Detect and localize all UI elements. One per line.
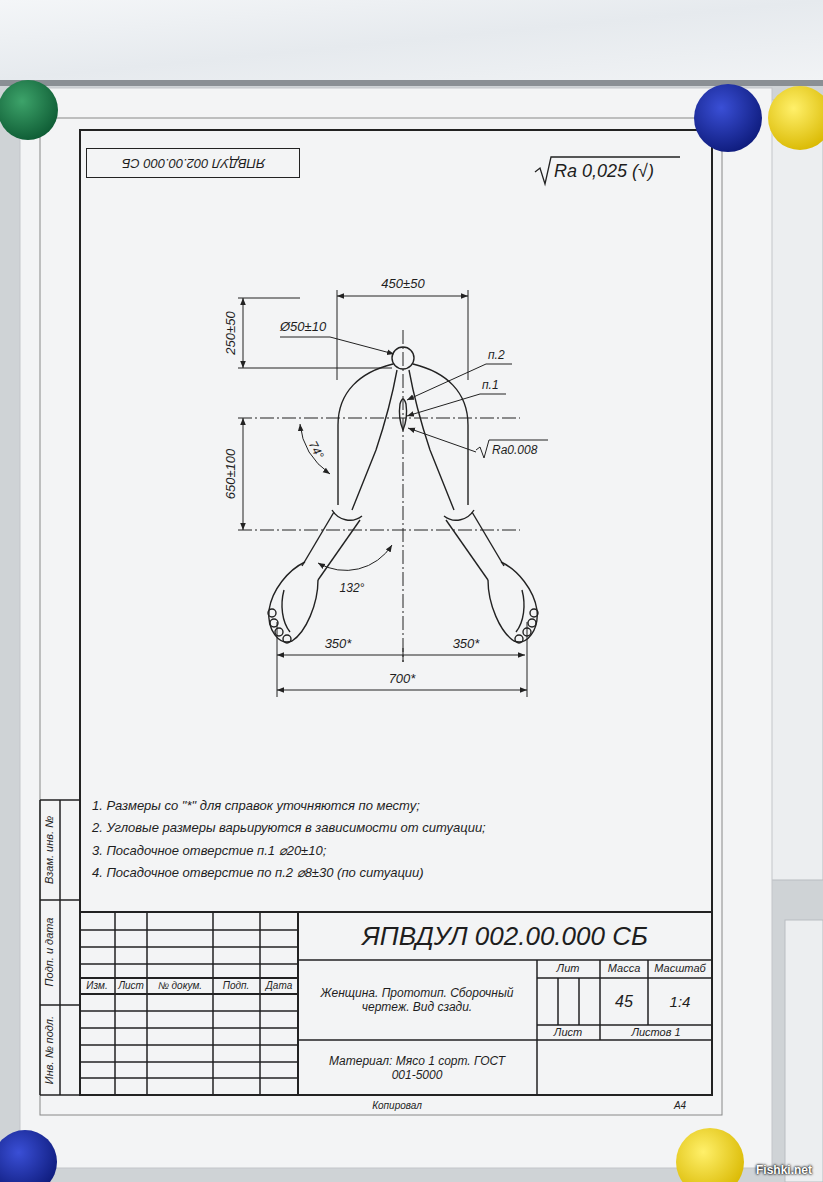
- dimension: 700*: [389, 671, 416, 687]
- material-cell: Материал: Мясо 1 сорт. ГОСТ 001-5000: [322, 1054, 512, 1083]
- margin-field: Взам. инв. №: [43, 816, 56, 884]
- stamp-text: ЯПВДУЛ 002.00.000 СБ: [122, 156, 265, 171]
- table-header: Масса: [608, 962, 641, 975]
- dimension: 450±50: [381, 276, 424, 292]
- angle-dimension: 132°: [340, 581, 365, 595]
- dimension: 650±100: [223, 449, 239, 500]
- angle-dimension: 74°: [305, 439, 326, 462]
- callout-number: п.2: [488, 348, 505, 362]
- frame-label: Копировал: [372, 1100, 422, 1112]
- watermark: Fishki.net: [756, 1163, 812, 1177]
- drawing-name: Женщина. Прототип. Сборочный чертеж. Вид…: [305, 986, 530, 1015]
- note: 4. Посадочное отверстие по п.2 ⌀8±30 (по…: [92, 865, 424, 881]
- margin-field: Инв. № подл.: [43, 1016, 56, 1084]
- table-header: Дата: [266, 980, 292, 992]
- table-cell: 1:4: [670, 993, 691, 1011]
- table-header: Масштаб: [654, 962, 705, 975]
- frame-label: А4: [674, 1100, 686, 1112]
- dimension: 250±50: [223, 311, 239, 354]
- note: 2. Угловые размеры варьируются в зависим…: [92, 820, 486, 836]
- table-header: Лист: [554, 1026, 582, 1039]
- dimension: Ø50±10: [280, 319, 326, 335]
- dimension: 350*: [325, 636, 352, 652]
- table-cell: 45: [615, 992, 633, 1011]
- roughness-note: Ra 0,025 (√): [554, 161, 654, 183]
- table-header: Подп.: [223, 980, 250, 992]
- table-header: Лит: [557, 962, 580, 975]
- callout-number: п.1: [482, 378, 499, 392]
- margin-field: Подп. и дата: [43, 918, 56, 987]
- stamp-box: ЯПВДУЛ 002.00.000 СБ: [86, 148, 300, 178]
- note: 3. Посадочное отверстие п.1 ⌀20±10;: [92, 843, 326, 859]
- dimension: 350*: [453, 636, 480, 652]
- table-header: Лист: [118, 980, 144, 992]
- table-header: № докум.: [158, 980, 202, 992]
- drawing-number: ЯПВДУЛ 002.00.000 СБ: [362, 921, 648, 952]
- table-cell: Листов 1: [631, 1026, 680, 1039]
- note: 1. Размеры со "*" для справок уточняются…: [92, 798, 420, 814]
- roughness-note: Ra0.008: [492, 443, 537, 457]
- table-header: Изм.: [86, 980, 107, 992]
